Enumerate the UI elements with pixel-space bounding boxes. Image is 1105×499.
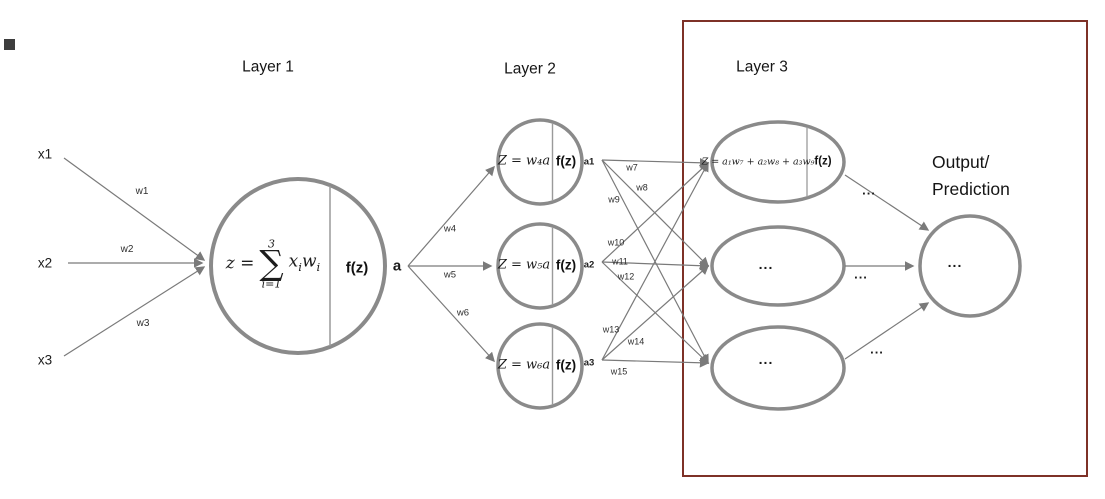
layer2-neuron-1-activation: f(z)	[555, 153, 577, 169]
layer2-neuron-1	[496, 118, 584, 206]
output-neuron	[918, 214, 1022, 318]
layer2-header: Layer 2	[504, 60, 556, 78]
layer2-to-layer3-connections	[601, 157, 710, 368]
output-caption-line1: Output/	[932, 152, 990, 172]
layer2-neuron-3-output-label: a3	[583, 357, 595, 369]
weight-label-w14: w14	[627, 336, 645, 347]
input-label-x1: x1	[37, 146, 53, 162]
weight-label-w7: w7	[626, 162, 638, 173]
layer1-sum-upper: 3	[268, 237, 276, 251]
layer1-activation-label: f(z)	[345, 259, 369, 277]
layer2-neuron-2-activation: f(z)	[555, 257, 577, 273]
layer3-neuron-3	[710, 325, 846, 411]
layer2-neuron-2-output-label: a2	[583, 259, 595, 271]
weight-label-w5: w5	[443, 269, 457, 281]
term-w-sub: i	[316, 260, 321, 275]
layer1-formula-terms: xiwi	[289, 254, 321, 274]
layer2-neuron-1-formula: Z = w₄a	[497, 153, 551, 169]
connection-x3-layer1	[63, 266, 206, 357]
term-x-sub: i	[298, 260, 302, 275]
connection-a3-t3	[601, 357, 710, 368]
layer3-neuron-2	[710, 225, 846, 307]
input-label-x2: x2	[37, 255, 53, 271]
weight-label-w12: w12	[617, 271, 635, 282]
layer3-neuron-2-ellipsis: ...	[758, 256, 774, 272]
layer1-neuron	[209, 177, 387, 355]
layer1-formula-lhs: z =	[225, 253, 255, 274]
weight-label-w4: w4	[443, 223, 457, 235]
arrow-ellipsis-top: ...	[862, 182, 876, 198]
weight-label-w1: w1	[135, 186, 149, 197]
output-caption: Output/ Prediction	[932, 149, 1010, 203]
term-x-base: x	[288, 252, 299, 273]
weight-label-w15: w15	[610, 366, 628, 377]
connection-t1-output	[844, 174, 930, 231]
layer1-sum-lower: i=1	[261, 277, 282, 291]
layer3-header: Layer 3	[736, 58, 788, 76]
output-neuron-ellipsis: ...	[947, 254, 963, 270]
layer1-output-label: a	[392, 257, 402, 275]
output-caption-line2: Prediction	[932, 179, 1010, 199]
connection-a-n3	[407, 265, 495, 363]
connection-a2-t2	[601, 260, 710, 271]
weight-label-w6: w6	[456, 307, 470, 319]
connection-a2-t1	[601, 162, 710, 263]
weight-label-w2: w2	[120, 244, 134, 255]
weight-label-w9: w9	[608, 194, 620, 205]
layer3-neuron-1-activation: f(z)	[814, 155, 832, 168]
connection-t3-output	[844, 302, 930, 360]
connection-a1-t1	[601, 157, 710, 168]
weight-label-w13: w13	[602, 324, 620, 335]
corner-square	[4, 39, 15, 50]
connection-a3-t1	[601, 161, 709, 361]
layer3-boundary-box	[682, 20, 1088, 477]
layer3-neuron-1-formula: Z = a₁w₇ + a₂w₈ + a₃w₉	[701, 156, 815, 168]
layer2-neuron-1-output-label: a1	[583, 156, 595, 168]
layer3-neuron-3-ellipsis: ...	[758, 351, 774, 367]
arrow-ellipsis-middle: ...	[854, 266, 868, 282]
connection-x1-layer1	[63, 157, 206, 261]
connection-a3-t2	[601, 265, 710, 361]
weight-label-w10: w10	[607, 237, 625, 248]
weight-label-w3: w3	[136, 318, 150, 329]
layer2-neuron-3-formula: Z = w₆a	[497, 357, 551, 373]
layer1-sum: 3 ∑ i=1	[259, 239, 283, 290]
weight-label-w8: w8	[636, 182, 648, 193]
layer1-formula: z = 3 ∑ i=1 xiwi	[226, 239, 320, 290]
term-w-base: w	[301, 252, 317, 273]
layer3-neuron-1	[710, 120, 846, 204]
layer2-neuron-3	[496, 322, 584, 410]
weight-label-w11: w11	[612, 256, 628, 267]
input-label-x3: x3	[37, 352, 53, 368]
arrow-ellipsis-bottom: ...	[870, 341, 884, 357]
layer1-to-layer2-connections	[407, 165, 495, 363]
connection-a-n1	[407, 165, 495, 267]
sigma-symbol: ∑	[259, 243, 284, 284]
layer2-neuron-2	[496, 222, 584, 310]
input-connections	[63, 157, 206, 357]
layer3-to-output-connections	[844, 174, 930, 360]
layer1-header: Layer 1	[242, 58, 294, 76]
layer2-neuron-3-activation: f(z)	[555, 357, 577, 373]
layer2-neuron-2-formula: Z = w₅a	[497, 257, 551, 273]
